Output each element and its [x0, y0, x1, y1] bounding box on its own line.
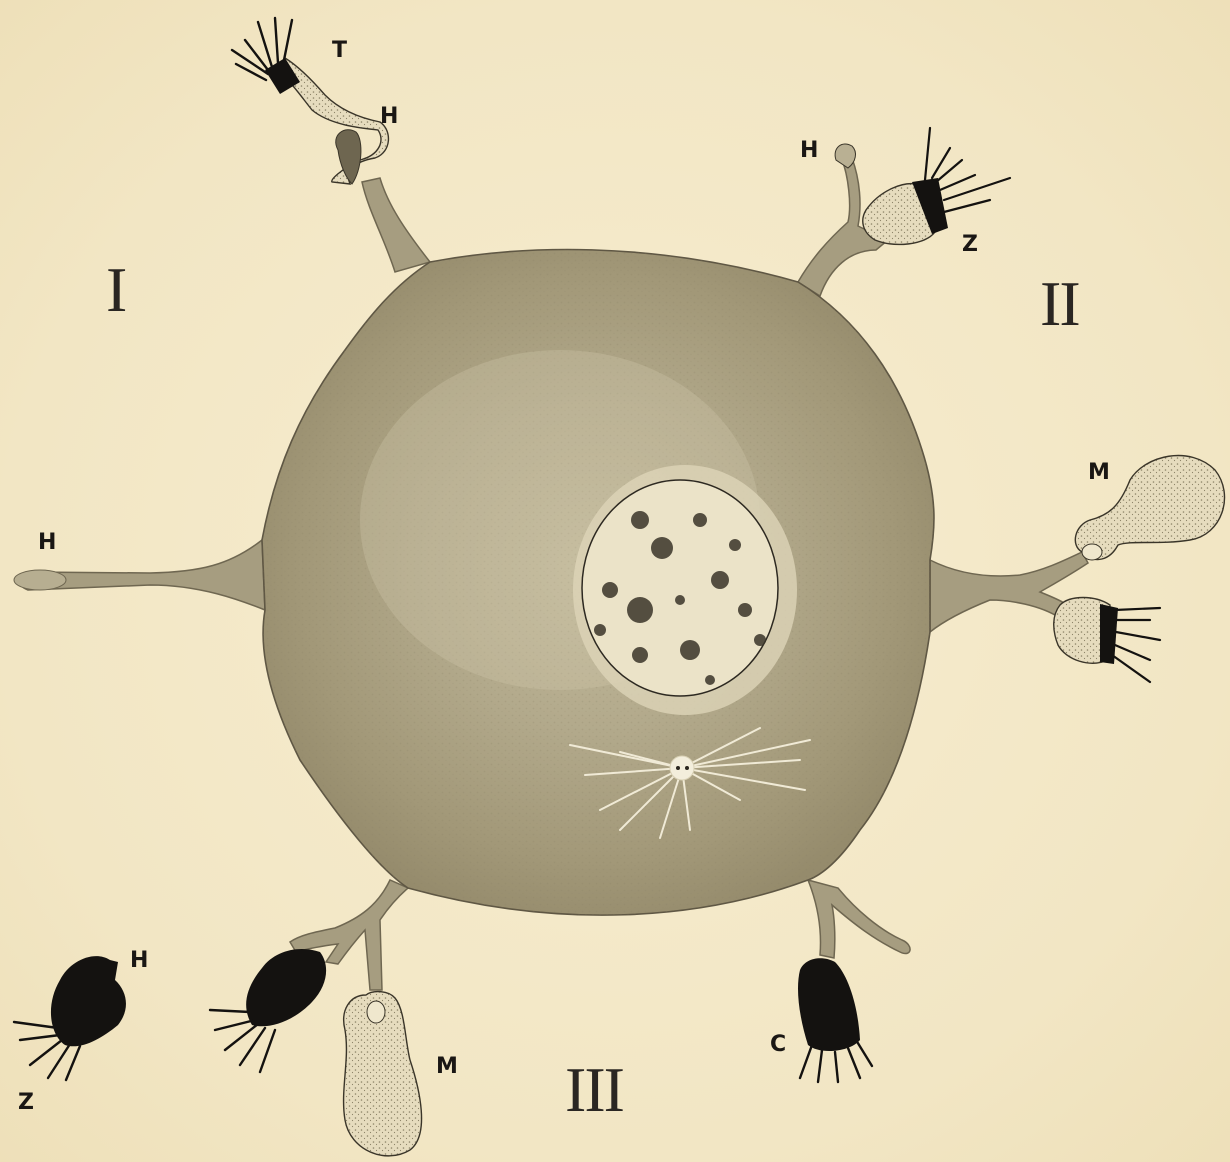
letter-M-bottom: M [436, 1056, 458, 1078]
organism-right-ciliated [1054, 598, 1160, 683]
letter-Z-lower-left: Z [18, 1092, 34, 1114]
letter-C-bottom: C [770, 1034, 786, 1056]
letter-H-lower-left: H [130, 950, 148, 972]
letter-Z-upper-right: Z [962, 234, 978, 256]
process-bottom-right [808, 880, 910, 958]
left-knob [14, 570, 66, 590]
region-label-one: I [106, 258, 125, 322]
organism-lower-left-Z [14, 956, 126, 1080]
region-label-three: III [565, 1058, 623, 1122]
process-top [362, 178, 430, 272]
letter-H-upper-right: H [800, 140, 818, 162]
organism-top [232, 18, 388, 184]
organism-bottom-C [798, 958, 872, 1082]
letter-M-right: M [1088, 462, 1110, 484]
letter-H-left: H [38, 532, 56, 554]
centrosome [670, 756, 694, 780]
letter-H-top: H [380, 106, 398, 128]
organism-bottom-M [344, 992, 422, 1156]
region-label-two: II [1040, 272, 1079, 336]
organism-bottom-left-black [210, 949, 326, 1072]
letter-T-top: T [332, 40, 347, 62]
